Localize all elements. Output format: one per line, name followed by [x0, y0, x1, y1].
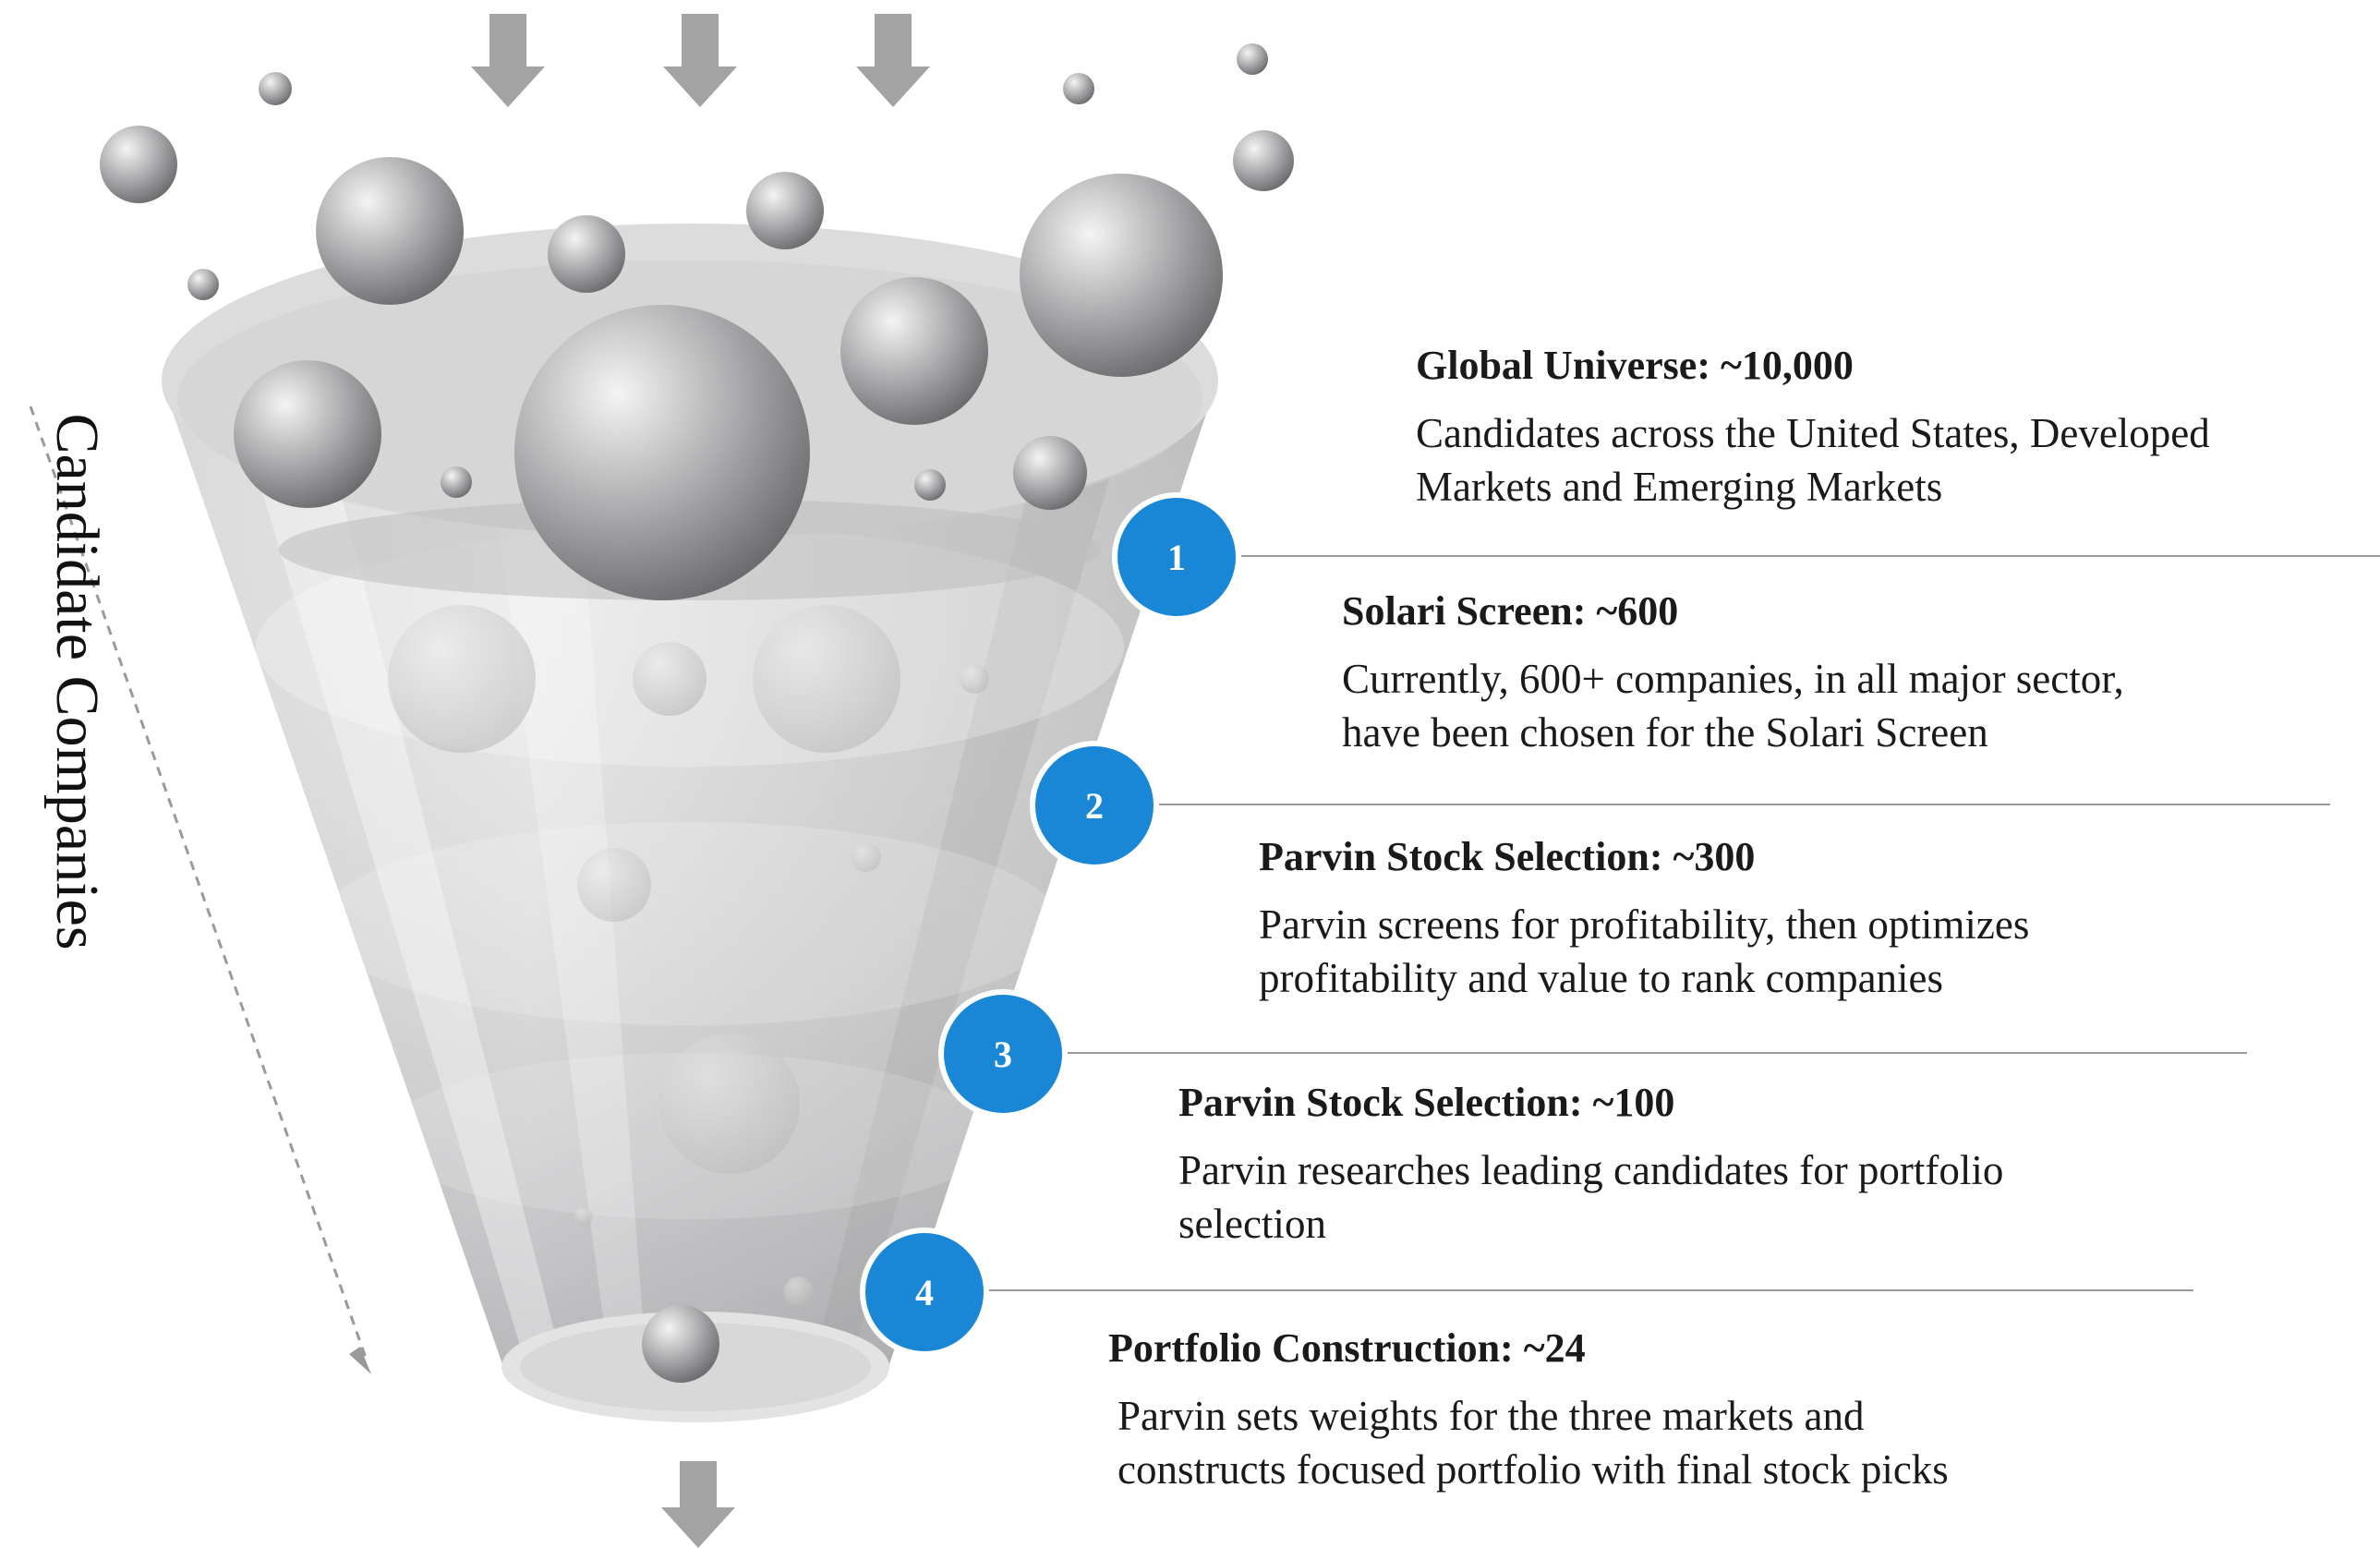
step-badge-2: 2	[1035, 746, 1154, 865]
step-rule	[1062, 1052, 2247, 1054]
step-badge-1: 1	[1118, 498, 1236, 616]
arrow-down-icon	[661, 1461, 735, 1548]
step-parvin-300: Parvin Stock Selection: ~300 Parvin scre…	[1259, 831, 2029, 1005]
step-portfolio-construction: Portfolio Construction: ~24 Parvin sets …	[1108, 1323, 1949, 1496]
step-badge-3: 3	[944, 995, 1062, 1113]
step-description: Parvin researches leading candidates for…	[1178, 1143, 2003, 1251]
arrow-down-icon	[856, 14, 930, 107]
desc-line: Markets and Emerging Markets	[1416, 464, 1943, 510]
step-parvin-100: Parvin Stock Selection: ~100 Parvin rese…	[1178, 1077, 2003, 1251]
step-title: Solari Screen: ~600	[1342, 588, 1679, 634]
step-description: Currently, 600+ companies, in all major …	[1342, 652, 2124, 759]
step-rule	[1154, 804, 2330, 805]
desc-line: Parvin screens for profitability, then o…	[1259, 901, 2030, 948]
step-rule	[1238, 555, 2380, 557]
desc-line: selection	[1178, 1201, 1326, 1247]
desc-line: Parvin sets weights for the three market…	[1118, 1393, 1865, 1439]
desc-line: profitability and value to rank companie…	[1259, 955, 1944, 1001]
desc-line: Currently, 600+ companies, in all major …	[1342, 656, 2124, 702]
step-description: Parvin screens for profitability, then o…	[1259, 898, 2029, 1005]
step-title: Parvin Stock Selection: ~100	[1178, 1080, 1675, 1125]
desc-line: have been chosen for the Solari Screen	[1342, 709, 1988, 756]
step-solari-screen: Solari Screen: ~600 Currently, 600+ comp…	[1342, 586, 2124, 759]
side-label: Candidate Companies	[43, 413, 111, 950]
step-global-universe: Global Universe: ~10,000 Candidates acro…	[1416, 340, 2210, 514]
step-title: Parvin Stock Selection: ~300	[1259, 834, 1756, 879]
desc-line: constructs focused portfolio with final …	[1118, 1446, 1949, 1493]
candidate-balls	[100, 43, 1294, 600]
step-description: Candidates across the United States, Dev…	[1416, 406, 2210, 514]
arrow-down-icon	[471, 14, 545, 107]
dashed-guide-arrow	[29, 405, 371, 1374]
desc-line: Candidates across the United States, Dev…	[1416, 410, 2210, 456]
step-rule	[979, 1289, 2193, 1291]
step-title: Portfolio Construction: ~24	[1108, 1325, 1586, 1371]
step-title: Global Universe: ~10,000	[1416, 343, 1854, 388]
arrow-down-icon	[663, 14, 737, 107]
desc-line: Parvin researches leading candidates for…	[1178, 1147, 2004, 1193]
step-badge-4: 4	[865, 1233, 984, 1351]
step-description: Parvin sets weights for the three market…	[1118, 1389, 1949, 1496]
